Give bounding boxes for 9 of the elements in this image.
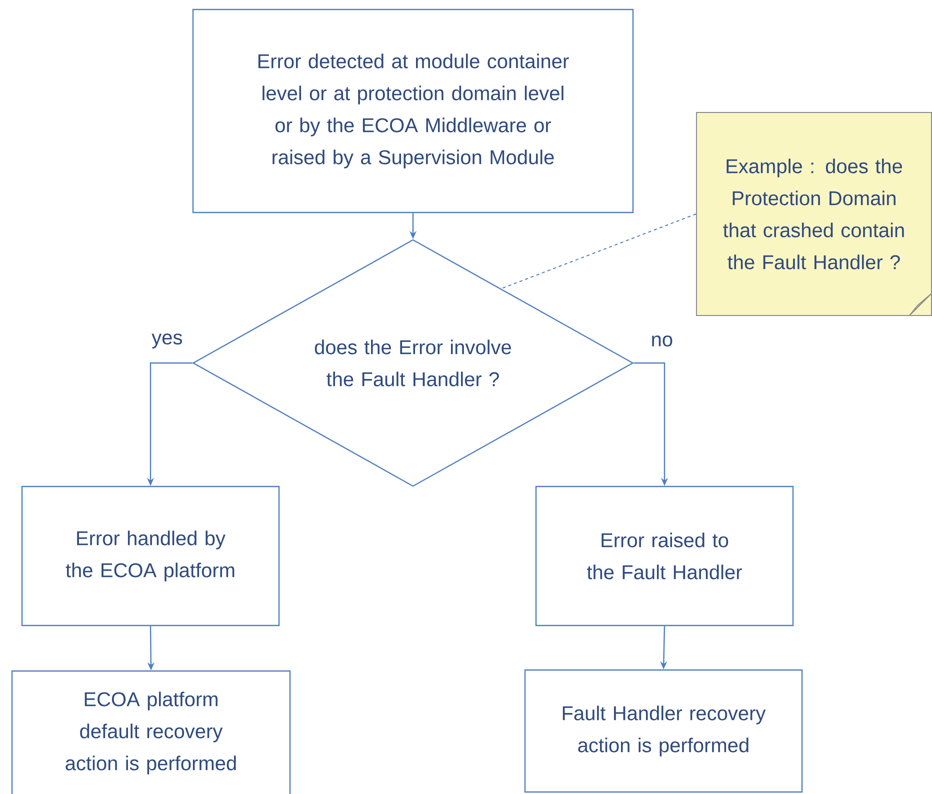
process-box: ECOA platform default recovery action is performed bbox=[11, 670, 291, 794]
process-box: Fault Handler recovery action is performed bbox=[524, 669, 803, 793]
process-box: Error handled by the ECOA platform bbox=[21, 486, 280, 626]
process-box: Error raised to the Fault Handler bbox=[535, 486, 794, 626]
leader-line bbox=[500, 214, 696, 290]
note-box: Example : does the Protection Domain that crashed contain the Fault Handler ? bbox=[696, 112, 932, 316]
edge-label: yes bbox=[150, 332, 184, 350]
edge-label: no bbox=[650, 334, 674, 348]
process-box: Error detected at module container level or at protection domain level or by the ECOA Middleware or raised by a Supervision Module bbox=[192, 8, 634, 214]
